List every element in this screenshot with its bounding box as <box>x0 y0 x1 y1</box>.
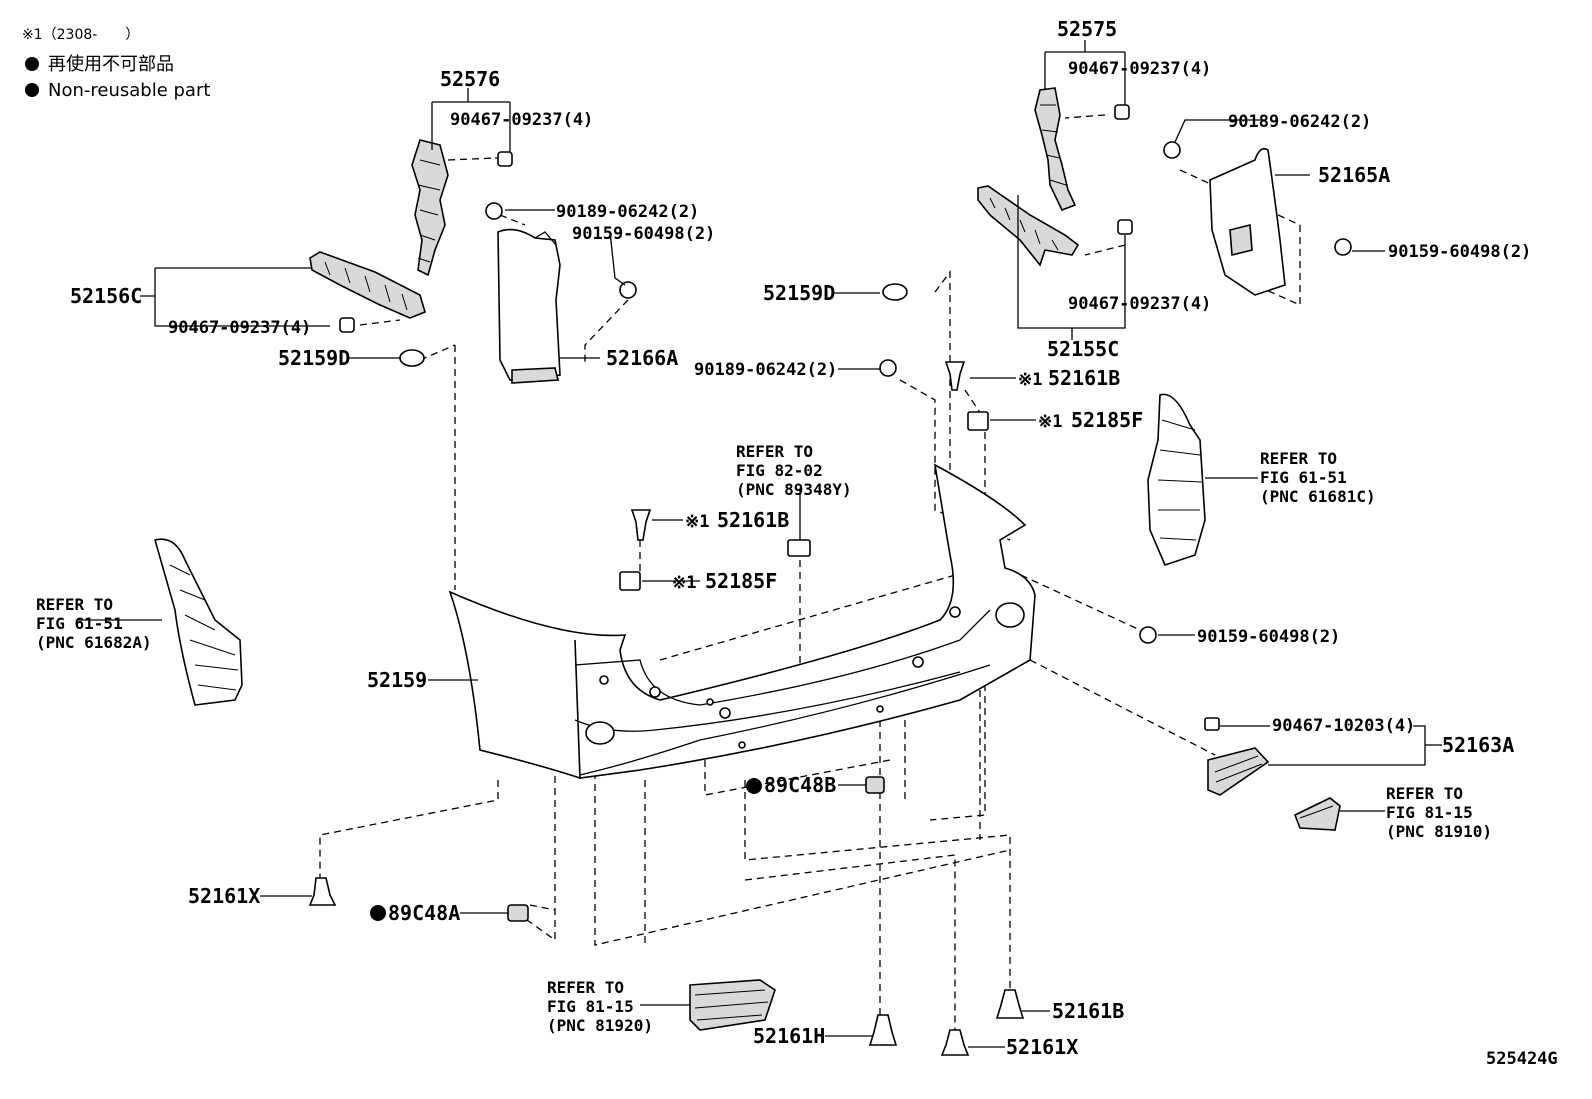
legend-japanese: 再使用不可部品 <box>48 54 174 75</box>
legend-english: Non-reusable part <box>48 80 210 101</box>
nut-icon <box>967 411 989 431</box>
label-52161x-b: 52161X <box>1006 1035 1078 1059</box>
clip-icon <box>485 202 503 220</box>
bolt-icon <box>339 317 355 333</box>
clip-icon <box>1163 141 1181 159</box>
spacer-52165a <box>1209 147 1286 296</box>
pin-clip-icon <box>944 361 966 391</box>
non-reusable-dot-icon <box>746 778 762 794</box>
bracket-52576 <box>411 139 449 277</box>
hardware <box>308 104 1352 1056</box>
label-89c48b: 89C48B <box>764 773 836 797</box>
clip-icon <box>879 359 897 377</box>
label-90159-60498-b: 90159-60498(2) <box>1388 242 1531 262</box>
label-52161b-c: 52161B <box>1052 999 1124 1023</box>
bolt-icon <box>1117 219 1133 235</box>
label-52156c: 52156C <box>70 284 142 308</box>
label-52159d-a: 52159D <box>278 346 350 370</box>
label-mark-4: ※1 <box>672 573 696 593</box>
label-90467-09237-d: 90467-09237(4) <box>168 318 311 338</box>
label-52185f-a: 52185F <box>1071 408 1143 432</box>
label-mark-3: ※1 <box>685 512 709 532</box>
sensor-icon <box>507 904 529 922</box>
label-52161x-a: 52161X <box>188 884 260 908</box>
label-52185f-b: 52185F <box>705 569 777 593</box>
reflector-52163a <box>1207 747 1270 796</box>
label-52161b-b: 52161B <box>717 508 789 532</box>
push-clip-icon <box>940 1029 970 1056</box>
label-90189-06242-b: 90189-06242(2) <box>556 202 699 222</box>
label-mark-1: ※1 <box>1018 370 1042 390</box>
ref-fig-81-15-bottom: REFER TO FIG 81-15 (PNC 81920) <box>547 978 653 1035</box>
diagram-id: 525424G <box>1486 1049 1558 1069</box>
ref-fig-61-51-right: REFER TO FIG 61-51 (PNC 61681C) <box>1260 449 1376 506</box>
liner-left <box>154 538 243 706</box>
ref-fig-81-15-right: REFER TO FIG 81-15 (PNC 81910) <box>1386 784 1492 841</box>
reference-notes: REFER TO FIG 82-02 (PNC 89348Y) REFER TO… <box>36 442 1492 1035</box>
ref-fig-82-02: REFER TO FIG 82-02 (PNC 89348Y) <box>736 442 852 499</box>
spacer-52166a <box>497 228 561 384</box>
label-90189-06242-c: 90189-06242(2) <box>694 360 837 380</box>
label-52159: 52159 <box>367 668 427 692</box>
non-reusable-dot-icon <box>25 57 39 71</box>
legend-note: ※1（2308- ） <box>22 27 139 43</box>
assembly-lines <box>319 114 1301 1030</box>
label-90467-09237-b: 90467-09237(4) <box>1068 59 1211 79</box>
push-clip-icon <box>995 989 1025 1019</box>
label-90467-10203: 90467-10203(4) <box>1272 716 1415 736</box>
screw-icon <box>1139 626 1157 644</box>
non-reusable-dot-icon <box>25 83 39 97</box>
pin-clip-icon <box>630 509 652 541</box>
label-52576: 52576 <box>440 67 500 91</box>
label-52575: 52575 <box>1057 17 1117 41</box>
grommet-icon <box>882 283 908 301</box>
label-89c48a: 89C48A <box>388 901 460 925</box>
retainer-52155c <box>977 185 1080 267</box>
reflector-81910 <box>1293 797 1341 831</box>
bolt-icon <box>495 151 513 167</box>
label-90159-60498-c: 90159-60498(2) <box>1197 627 1340 647</box>
non-reusable-dot-icon <box>370 905 386 921</box>
rear-bumper-cover <box>448 463 1036 780</box>
labels: 52576 90467-09237(4) 52575 90467-09237(4… <box>70 17 1558 1069</box>
label-52163a: 52163A <box>1442 733 1514 757</box>
label-52159d-b: 52159D <box>763 281 835 305</box>
nut-icon <box>619 571 641 591</box>
sensor-icon <box>865 776 885 794</box>
legend: ※1（2308- ） 再使用不可部品 Non-reusable part <box>22 27 210 101</box>
screw-icon <box>1334 238 1352 256</box>
label-mark-2: ※1 <box>1038 412 1062 432</box>
label-52166a: 52166A <box>606 346 678 370</box>
label-90189-06242-a: 90189-06242(2) <box>1228 112 1371 132</box>
liner-right <box>1147 393 1206 566</box>
label-90467-09237-c: 90467-09237(4) <box>1068 294 1211 314</box>
label-90159-60498-a: 90159-60498(2) <box>572 224 715 244</box>
bracket-52575 <box>1034 87 1077 212</box>
retainer-52156c <box>309 251 426 319</box>
label-52165a: 52165A <box>1318 163 1390 187</box>
grommet-icon <box>399 349 425 367</box>
ref-fig-61-51-left: REFER TO FIG 61-51 (PNC 61682A) <box>36 595 152 652</box>
label-90467-09237-a: 90467-09237(4) <box>450 110 593 130</box>
push-clip-icon <box>868 1014 898 1046</box>
leader-lines <box>78 40 1442 1048</box>
reflector-81920 <box>689 979 776 1031</box>
label-52161b-a: 52161B <box>1048 366 1120 390</box>
bracket-icon <box>787 539 811 557</box>
push-clip-icon <box>308 877 337 906</box>
bolt-icon <box>1114 104 1130 120</box>
screw-icon <box>619 281 637 299</box>
label-52161h: 52161H <box>753 1024 825 1048</box>
bolt-icon <box>1204 717 1220 731</box>
label-52155c: 52155C <box>1047 337 1119 361</box>
